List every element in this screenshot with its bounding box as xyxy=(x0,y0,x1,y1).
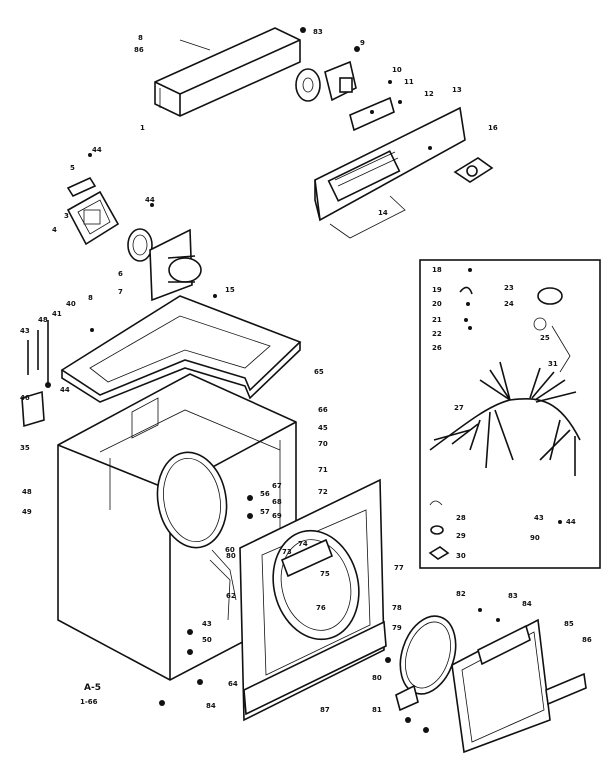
label: 44 xyxy=(60,386,70,394)
lower-hardware xyxy=(159,495,253,706)
diagram-caption: A-5 xyxy=(84,683,101,693)
label: 43 xyxy=(202,620,212,628)
label: 31 xyxy=(548,360,558,368)
label: 85 xyxy=(564,620,574,628)
label: 87 xyxy=(320,706,330,714)
label: 69 xyxy=(272,512,282,520)
top-panel-part xyxy=(154,27,306,117)
label: 6 xyxy=(118,270,123,278)
label: 30 xyxy=(456,552,466,560)
label: 49 xyxy=(22,508,32,516)
label: 50 xyxy=(202,636,212,644)
label: 73 xyxy=(282,548,292,556)
wiring-inset xyxy=(419,259,601,569)
console-panel xyxy=(314,106,494,239)
label: 15 xyxy=(225,286,235,294)
label: 67 xyxy=(272,482,282,490)
label: 7 xyxy=(118,288,123,296)
lint-filter-housing xyxy=(66,153,120,246)
label: 83 xyxy=(313,28,323,36)
diagram-caption-sub: 1-66 xyxy=(80,698,98,706)
label: 86 xyxy=(582,636,592,644)
label: 70 xyxy=(318,440,328,448)
label: 66 xyxy=(318,406,328,414)
label: 56 xyxy=(260,490,270,498)
door-assembly xyxy=(385,608,587,754)
label: 4 xyxy=(52,226,57,234)
label: 16 xyxy=(488,124,498,132)
label: 48 xyxy=(22,488,32,496)
top-lid xyxy=(60,294,302,403)
label: 75 xyxy=(320,570,330,578)
label: 80 xyxy=(226,552,236,560)
label: 24 xyxy=(504,300,514,308)
label: 64 xyxy=(228,680,238,688)
label: 57 xyxy=(260,508,270,516)
label: 78 xyxy=(392,604,402,612)
label: 23 xyxy=(504,284,514,292)
label: 28 xyxy=(456,514,466,522)
label: 29 xyxy=(456,532,466,540)
label: 21 xyxy=(432,316,442,324)
switch-assembly xyxy=(295,46,402,132)
label: 43 xyxy=(534,514,544,522)
label: 8 xyxy=(88,294,93,302)
label: 27 xyxy=(454,404,464,412)
label: 43 xyxy=(20,327,30,335)
label: 9 xyxy=(360,39,365,47)
label: 44 xyxy=(145,196,155,204)
label: 10 xyxy=(392,66,402,74)
label: 71 xyxy=(318,466,328,474)
label: 83 xyxy=(508,592,518,600)
label: 90 xyxy=(530,534,540,542)
label: 14 xyxy=(378,209,388,217)
front-panel xyxy=(239,478,387,722)
label: 41 xyxy=(52,310,62,318)
label: 68 xyxy=(272,498,282,506)
label: 79 xyxy=(392,624,402,632)
label: 81 xyxy=(372,706,382,714)
label: 46 xyxy=(20,394,30,402)
label: 19 xyxy=(432,286,442,294)
label: 65 xyxy=(314,368,324,376)
label: 18 xyxy=(432,266,442,274)
label: 84 xyxy=(522,600,532,608)
label: 8 xyxy=(138,34,143,42)
label: 74 xyxy=(298,540,308,548)
label: 44 xyxy=(92,146,102,154)
label: 72 xyxy=(318,488,328,496)
label: 62 xyxy=(226,592,236,600)
label: 44 xyxy=(566,518,576,526)
label: 11 xyxy=(404,78,414,86)
label: 13 xyxy=(452,86,462,94)
exhaust-duct xyxy=(127,203,202,302)
label: 12 xyxy=(424,90,434,98)
left-hardware xyxy=(21,320,94,428)
label: 22 xyxy=(432,330,442,338)
label: 82 xyxy=(456,590,466,598)
label: 3 xyxy=(64,212,69,220)
label: 60 xyxy=(225,546,235,554)
label: 5 xyxy=(70,164,75,172)
label: 35 xyxy=(20,444,30,452)
label: 84 xyxy=(206,702,216,710)
label: 1 xyxy=(140,124,145,132)
label: 20 xyxy=(432,300,442,308)
label: 86 xyxy=(134,46,144,54)
label: 80 xyxy=(372,674,382,682)
label: 25 xyxy=(540,334,550,342)
label: 40 xyxy=(66,300,76,308)
label: 76 xyxy=(316,604,326,612)
label: 26 xyxy=(432,344,442,352)
label: 77 xyxy=(394,564,404,572)
label: 45 xyxy=(318,424,328,432)
label: 48 xyxy=(38,316,48,324)
